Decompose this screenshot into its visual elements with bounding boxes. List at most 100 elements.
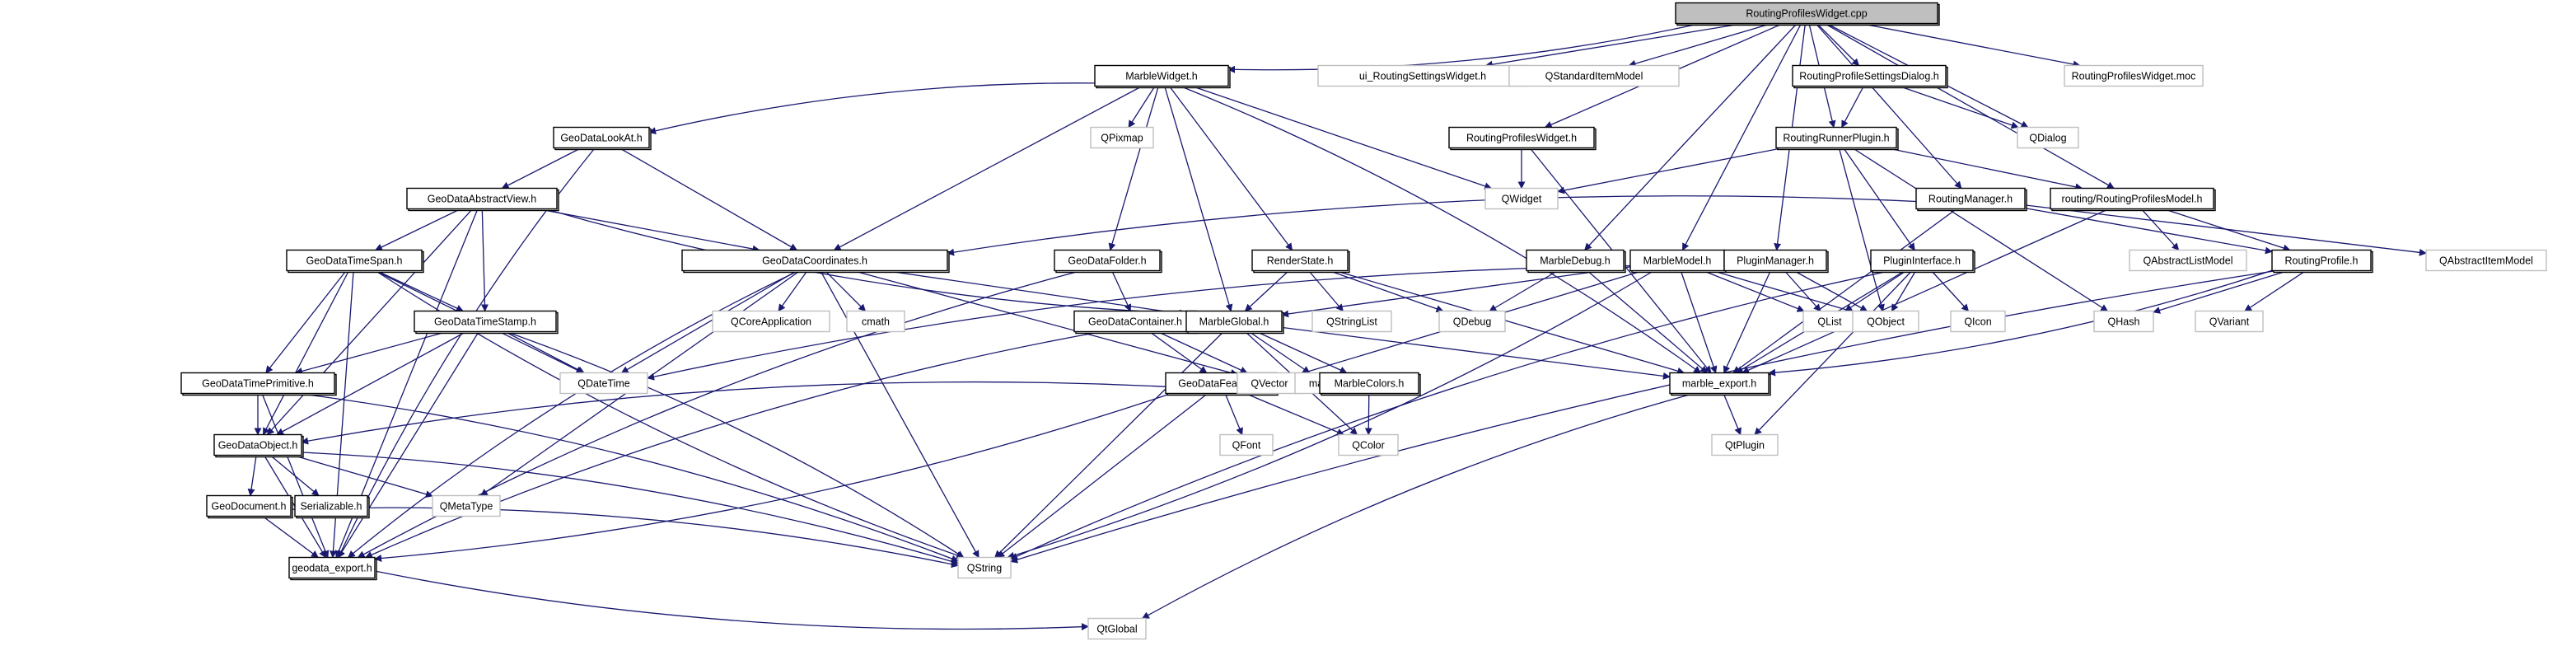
node-box [2195,310,2264,333]
node-GDTimeSpan[interactable]: GeoDataTimeSpan.h [286,249,424,274]
node-label: QCoreApplication [731,316,811,328]
node-box [1438,310,1506,333]
edge-line [1886,147,2083,191]
edge-marble_export-to-QtGlobal [1141,392,1695,620]
node-GeoDocument[interactable]: GeoDocument.h [206,494,293,519]
node-QStandardItemModel: QStandardItemModel [1508,64,1680,87]
node-label: GeoDataFolder.h [1068,255,1146,267]
node-label: QString [967,563,1002,574]
node-geodata_export[interactable]: geodata_export.h [288,556,377,581]
edge-MarbleModel-to-QList [1703,269,1805,312]
edge-line [1841,86,1864,129]
node-box [2050,187,2214,210]
edge-GDObject-to-Serializable [269,454,320,497]
edge-line [1010,269,2277,564]
node-PluginInterface[interactable]: PluginInterface.h [1870,249,1975,274]
node-box [1054,249,1161,272]
node-root[interactable]: RoutingProfilesWidget.cpp [1675,2,1940,26]
edge-line [1148,330,1208,374]
edge-line [266,208,474,436]
edge-root-to-RPSD [1816,23,1860,67]
node-GDObject[interactable]: GeoDataObject.h [213,433,304,458]
edge-line [1843,147,1915,251]
node-label: MarbleDebug.h [1540,255,1611,267]
edge-PluginInterface-to-QIcon [1931,270,1970,312]
edge-line [537,208,760,253]
node-MarbleColors[interactable]: MarbleColors.h [1319,372,1421,396]
edge-line [947,195,1917,256]
edge-line [1010,269,1891,560]
node-RRP[interactable]: RoutingRunnerPlugin.h [1775,126,1899,151]
node-QtGlobal: QtGlobal [1087,617,1147,640]
edge-line [1256,330,1348,374]
node-GDFolder[interactable]: GeoDataFolder.h [1054,249,1162,274]
edge-line [1816,23,1860,67]
node-label: QMetaType [440,501,493,513]
edge-GDFeature-to-QFont [1224,393,1243,436]
edge-root-to-MarbleModel [1681,23,1802,251]
edge-RenderState-to-QStringList [1308,270,1344,312]
node-label: GeoDataTimeStamp.h [434,316,536,328]
node-QColor: QColor [1338,433,1399,456]
edge-PluginInterface-to-QObject [1891,270,1917,312]
edge-MarbleDebug-to-QDebug [1489,269,1559,312]
edge-GDObject-to-GeoDocument [247,455,257,497]
node-QWidget: QWidget [1484,187,1559,210]
node-MarbleWidget[interactable]: MarbleWidget.h [1094,64,1231,89]
node-label: GeoDataContainer.h [1088,316,1182,328]
edge-line [1587,270,1708,374]
node-label: GeoDataTimeSpan.h [306,255,403,267]
edge-line [1281,326,1671,380]
node-box [1950,310,2006,333]
edge-line [276,330,467,436]
node-GDCoord[interactable]: GeoDataCoordinates.h [681,249,950,274]
edge-RRP-to-PluginInterface [1843,147,1915,251]
node-RoutingProfile[interactable]: RoutingProfile.h [2271,249,2373,274]
node-Serializable[interactable]: Serializable.h [294,494,370,519]
node-RPM[interactable]: routing/RoutingProfilesModel.h [2050,187,2216,212]
edge-GDAV-to-GDTimeStamp [480,208,489,312]
edge-line [1838,147,1885,312]
node-GDAV[interactable]: GeoDataAbstractView.h [406,187,559,212]
edge-GDContainer-to-geodata_export [364,330,1102,559]
node-PluginManager[interactable]: PluginManager.h [1723,249,1829,274]
node-MarbleModel[interactable]: MarbleModel.h [1629,249,1727,274]
edge-RRP-to-QHash [1852,147,2109,312]
edge-line [1681,23,1802,251]
node-GeoDataLookAt[interactable]: GeoDataLookAt.h [553,126,652,151]
node-RPSD[interactable]: RoutingProfileSettingsDialog.h [1792,64,1948,89]
node-RenderState[interactable]: RenderState.h [1251,249,1350,274]
node-GDTimeStamp[interactable]: GeoDataTimeStamp.h [414,310,559,335]
node-label: PluginInterface.h [1883,255,1961,267]
edge-line [265,270,347,374]
node-GDContainer[interactable]: GeoDataContainer.h [1073,310,1199,335]
edge-MarbleDebug-to-marble_export [1587,270,1708,374]
edge-line [1245,392,1345,436]
node-box [1484,187,1559,210]
node-RPWh[interactable]: RoutingProfilesWidget.h [1448,126,1597,151]
edge-root-to-MarbleWidget [1227,22,1701,73]
edge-GDCoord-to-geodata_export [347,269,799,559]
edge-GDTimeStamp-to-GDTimePrimitive [295,330,448,375]
node-label: MarbleGlobal.h [1199,316,1269,328]
node-label: Serializable.h [300,501,362,513]
node-box [1669,372,1770,395]
node-box [957,556,1012,579]
node-QHash: QHash [2093,310,2154,333]
node-box [1311,310,1392,333]
edge-GDTimeSpan-to-GDObject [262,270,350,436]
edge-GeoDataLookAt-to-GDAV [501,147,582,190]
node-label: geodata_export.h [292,563,372,574]
node-MarbleDebug[interactable]: MarbleDebug.h [1526,249,1626,274]
edge-line [2244,269,2307,312]
node-QMetaType: QMetaType [432,494,501,517]
node-MarbleGlobal[interactable]: MarbleGlobal.h [1185,310,1284,335]
node-uiRSW: ui_RoutingSettingsWidget.h [1317,64,1528,87]
node-marble_export[interactable]: marble_export.h [1669,372,1771,396]
node-box [1915,187,2026,210]
node-GDTimePrimitive[interactable]: GeoDataTimePrimitive.h [180,372,337,396]
node-RoutingManager[interactable]: RoutingManager.h [1915,187,2027,212]
edge-GDCoord-to-cmath [825,270,867,312]
edge-RoutingManager-to-GDCoord [947,195,1917,256]
edge-line [1111,270,1131,312]
